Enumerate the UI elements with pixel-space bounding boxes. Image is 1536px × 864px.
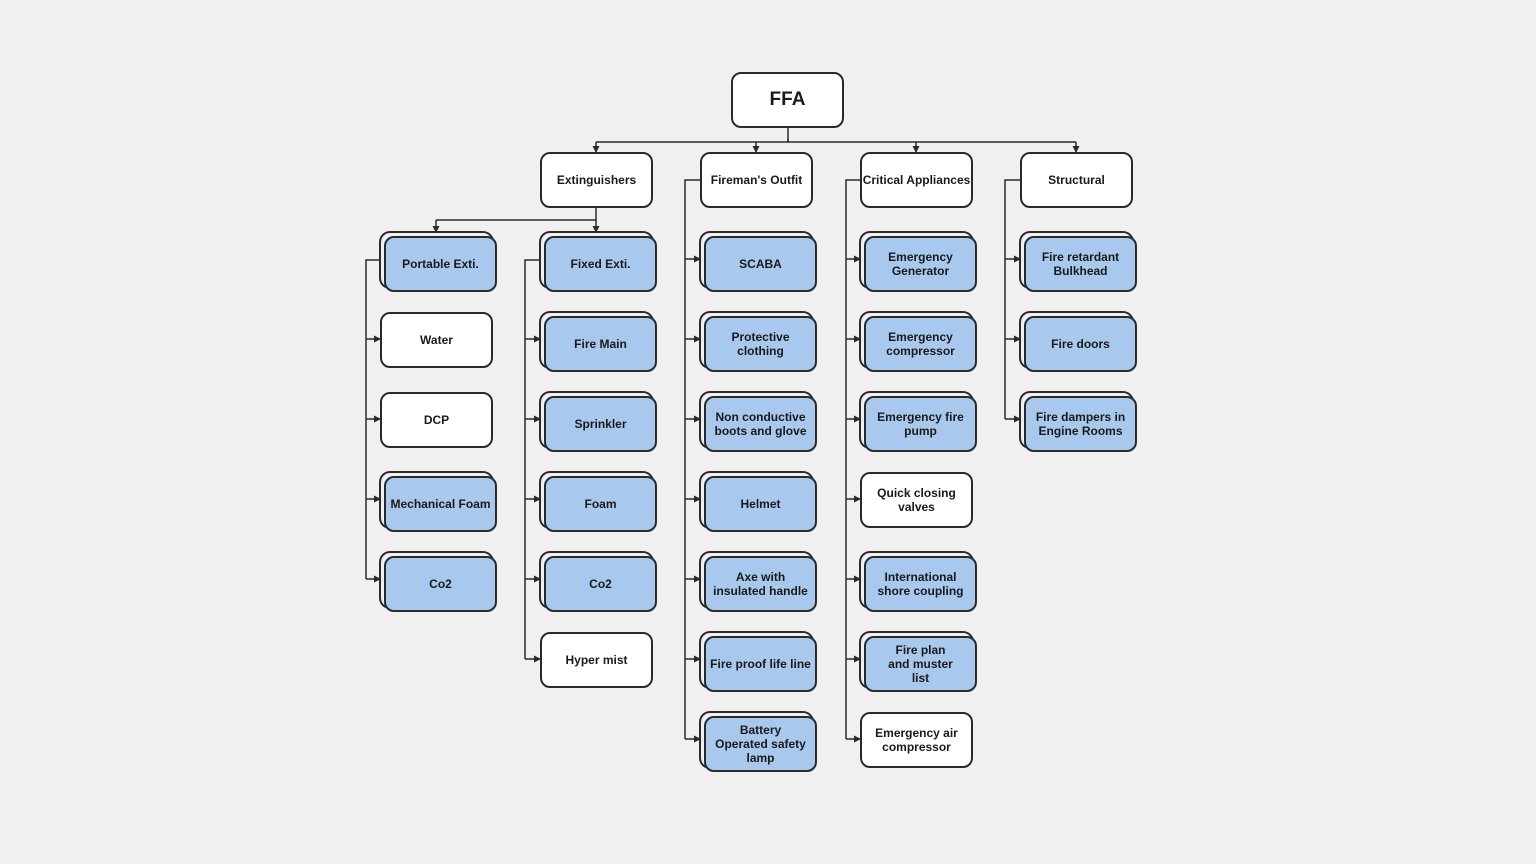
node-emergency-fire-pump: Emergency fire pump <box>864 396 977 452</box>
node-fixed-exti: Fixed Exti. <box>544 236 657 292</box>
root-node-ffa: FFA <box>731 72 844 128</box>
category-structural: Structural <box>1020 152 1133 208</box>
node-safety-lamp: Battery Operated safety lamp <box>704 716 817 772</box>
node-emergency-air-compressor: Emergency air compressor <box>860 712 973 768</box>
node-portable-exti: Portable Exti. <box>384 236 497 292</box>
node-axe: Axe with insulated handle <box>704 556 817 612</box>
node-fire-proof-life-line: Fire proof life line <box>704 636 817 692</box>
node-non-conductive-boots: Non conductive boots and glove <box>704 396 817 452</box>
node-protective-clothing: Protective clothing <box>704 316 817 372</box>
category-extinguishers: Extinguishers <box>540 152 653 208</box>
category-critical-appliances: Critical Appliances <box>860 152 973 208</box>
node-scaba: SCABA <box>704 236 817 292</box>
node-mechanical-foam: Mechanical Foam <box>384 476 497 532</box>
node-portable-co2: Co2 <box>384 556 497 612</box>
node-quick-closing-valves: Quick closing valves <box>860 472 973 528</box>
node-emergency-compressor: Emergency compressor <box>864 316 977 372</box>
node-water: Water <box>380 312 493 368</box>
node-hyper-mist: Hyper mist <box>540 632 653 688</box>
node-fire-dampers: Fire dampers in Engine Rooms <box>1024 396 1137 452</box>
node-international-shore-coupling: International shore coupling <box>864 556 977 612</box>
node-sprinkler: Sprinkler <box>544 396 657 452</box>
category-firemans-outfit: Fireman's Outfit <box>700 152 813 208</box>
node-helmet: Helmet <box>704 476 817 532</box>
node-dcp: DCP <box>380 392 493 448</box>
node-fire-retardant-bulkhead: Fire retardant Bulkhead <box>1024 236 1137 292</box>
node-foam: Foam <box>544 476 657 532</box>
node-fire-plan: Fire plan and muster list <box>864 636 977 692</box>
node-fire-doors: Fire doors <box>1024 316 1137 372</box>
node-emergency-generator: Emergency Generator <box>864 236 977 292</box>
node-fire-main: Fire Main <box>544 316 657 372</box>
node-fixed-co2: Co2 <box>544 556 657 612</box>
